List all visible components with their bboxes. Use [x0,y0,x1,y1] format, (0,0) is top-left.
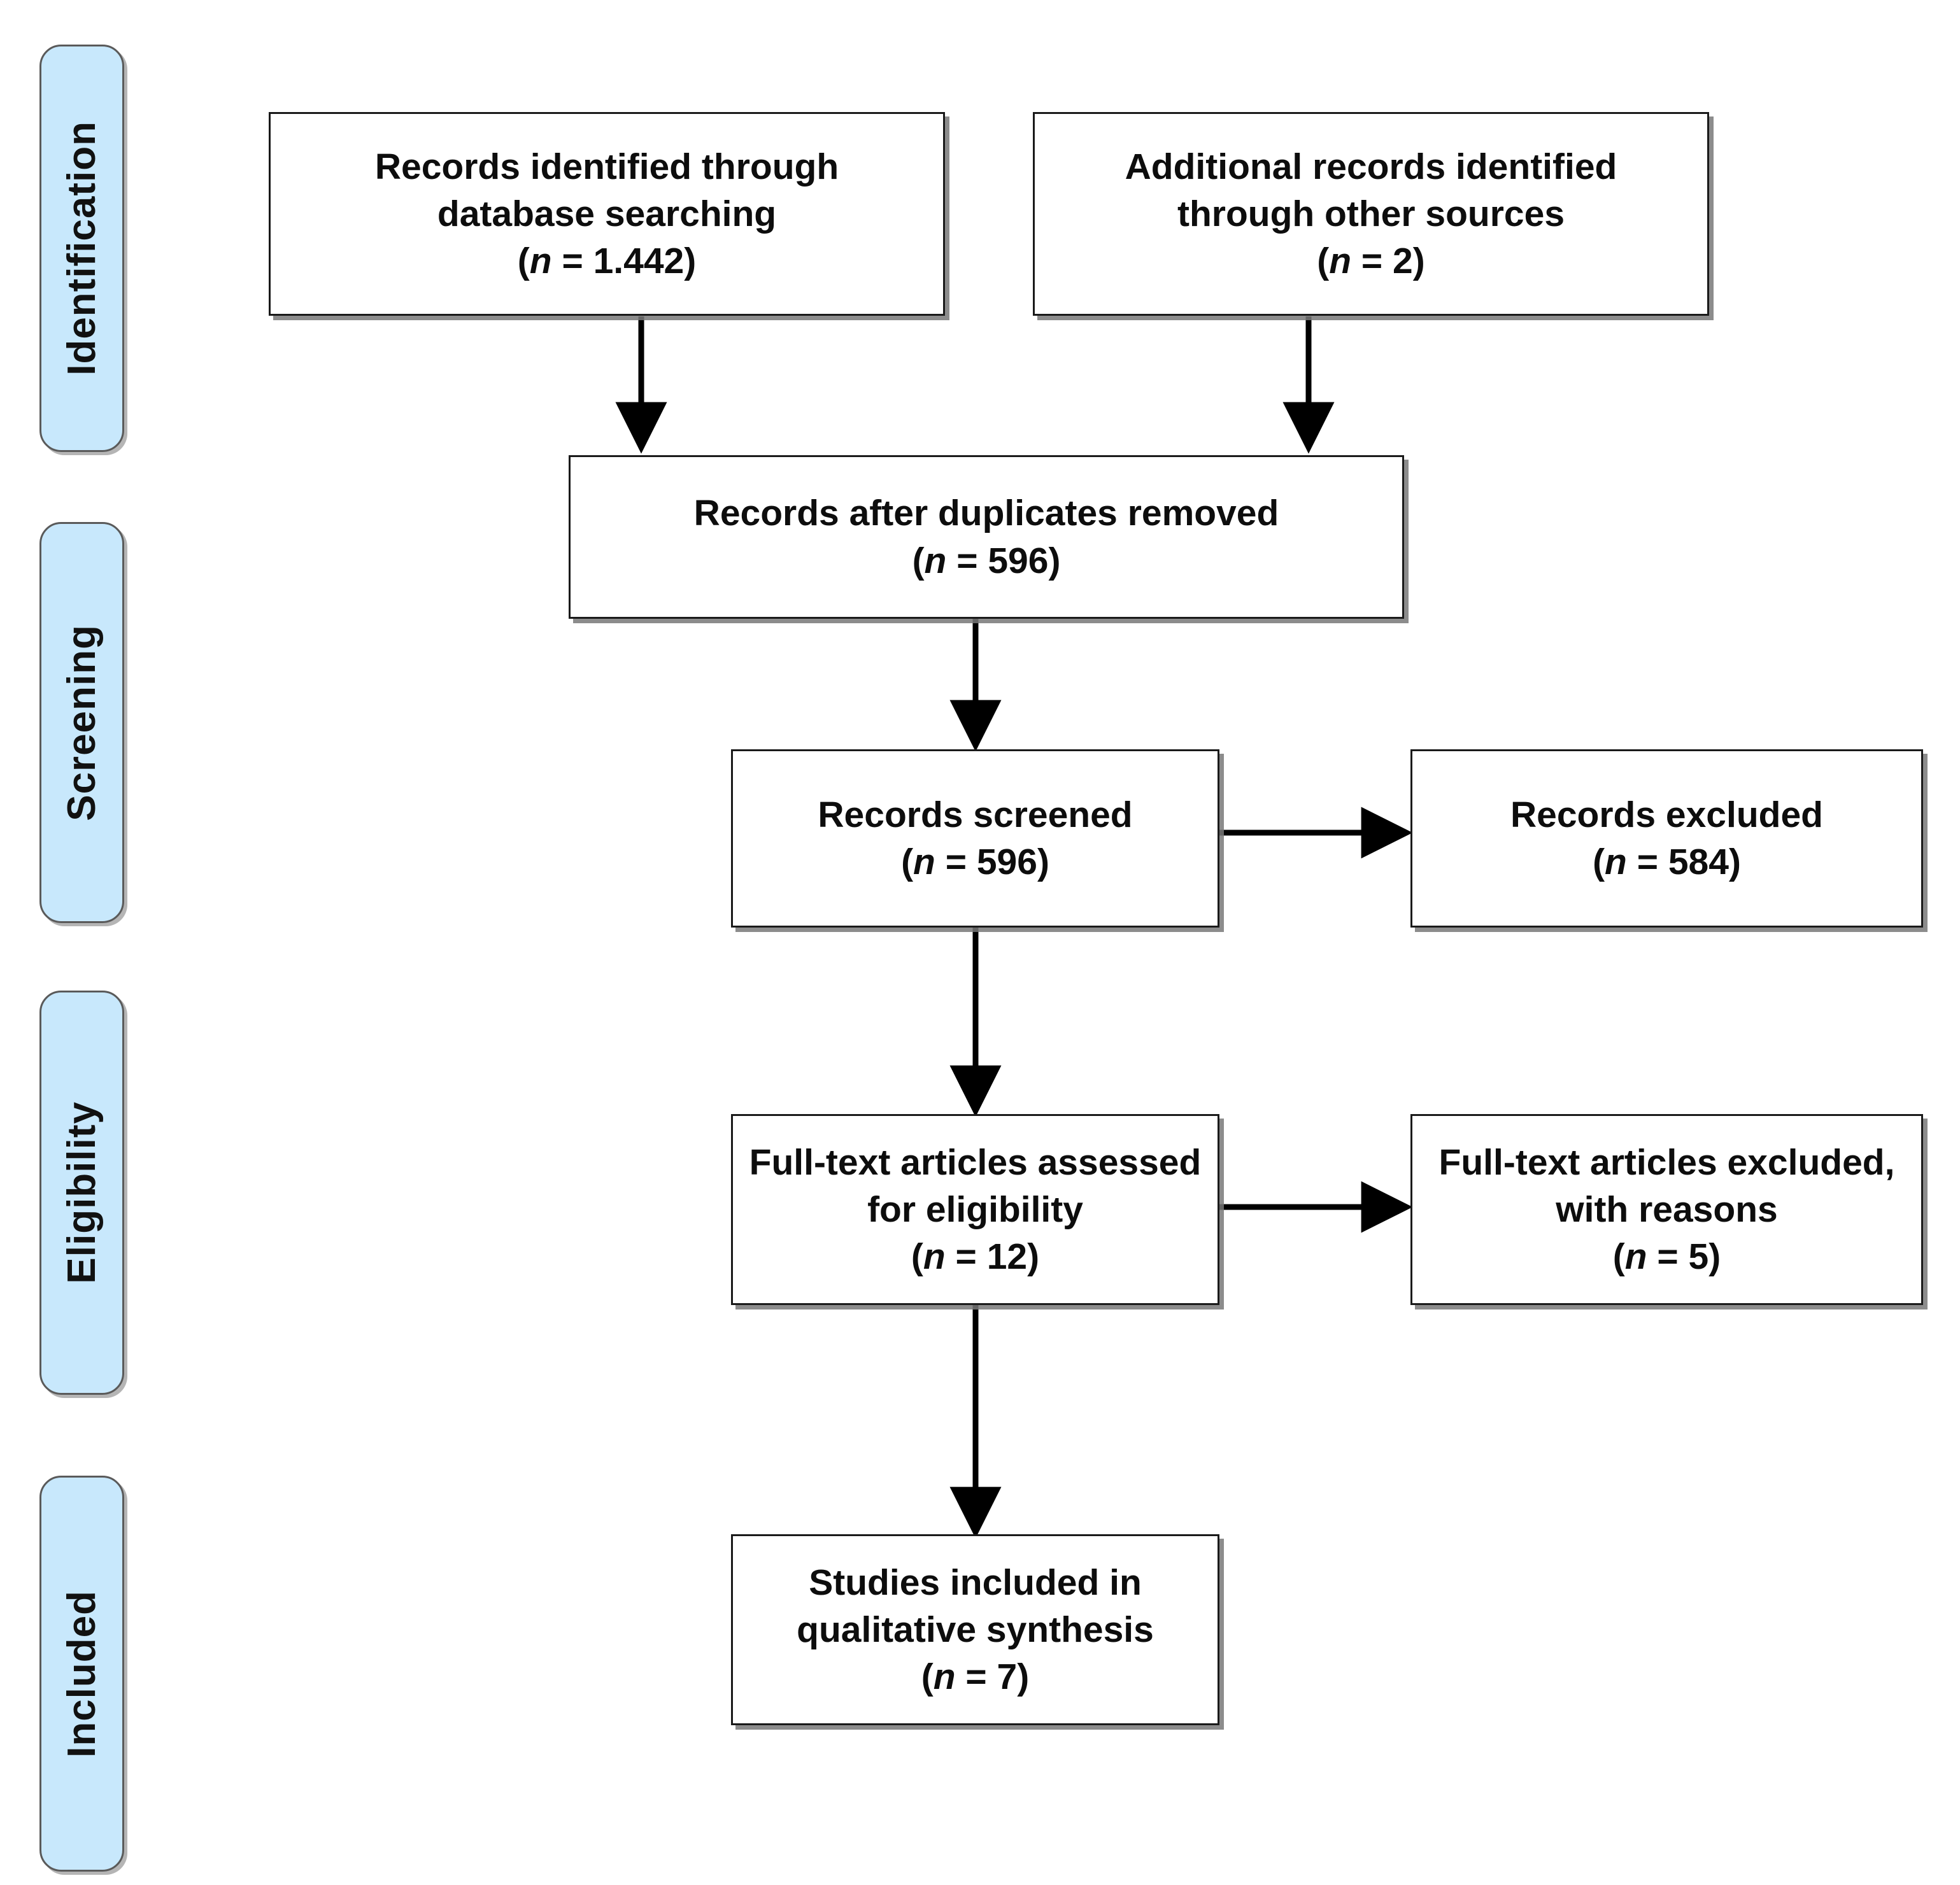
box-line-1: Full-text articles assessed [749,1141,1202,1183]
box-studies-included-qualitative-synthesis: Studies included in qualitative synthesi… [731,1534,1219,1725]
box-line-1: Additional records identified [1125,146,1617,187]
box-count: (n = 5) [1612,1236,1721,1278]
box-count: (n = 12) [911,1236,1040,1278]
box-line-1: Records screened [818,794,1133,835]
box-records-after-duplicates-removed: Records after duplicates removed (n = 59… [569,455,1404,619]
stage-chip-identification: Identification [39,45,124,452]
box-line-1: Full-text articles excluded, [1438,1141,1895,1183]
box-line-2: for eligibility [867,1189,1083,1230]
stage-chip-eligibility: Eligibility [39,991,124,1395]
box-count: (n = 1.442) [517,241,697,282]
box-line-2: through other sources [1177,193,1565,234]
box-line-2: qualitative synthesis [797,1609,1154,1650]
stage-label-included: Included [59,1590,104,1758]
box-line-1: Records identified through [374,146,839,187]
box-records-excluded: Records excluded (n = 584) [1410,749,1923,928]
box-count: (n = 584) [1593,842,1741,882]
box-count: (n = 596) [912,540,1061,581]
stage-chip-included: Included [39,1476,124,1872]
box-count: (n = 596) [901,842,1049,882]
box-count: (n = 2) [1317,241,1425,282]
box-records-screened: Records screened (n = 596) [731,749,1219,928]
box-additional-records-other-sources: Additional records identified through ot… [1033,112,1709,316]
box-line-1: Records excluded [1510,794,1823,835]
box-line-1: Records after duplicates removed [693,493,1279,534]
box-fulltext-articles-excluded: Full-text articles excluded, with reason… [1410,1114,1923,1305]
box-count: (n = 7) [921,1656,1030,1698]
box-line-2: with reasons [1556,1189,1778,1230]
stage-chip-screening: Screening [39,522,124,923]
stage-label-eligibility: Eligibility [59,1101,104,1284]
stage-label-identification: Identification [59,121,104,376]
box-records-identified-database-searching: Records identified through database sear… [269,112,945,316]
box-line-2: database searching [437,193,777,234]
box-line-1: Studies included in [809,1562,1142,1603]
box-fulltext-articles-assessed: Full-text articles assessed for eligibil… [731,1114,1219,1305]
stage-label-screening: Screening [59,624,104,821]
